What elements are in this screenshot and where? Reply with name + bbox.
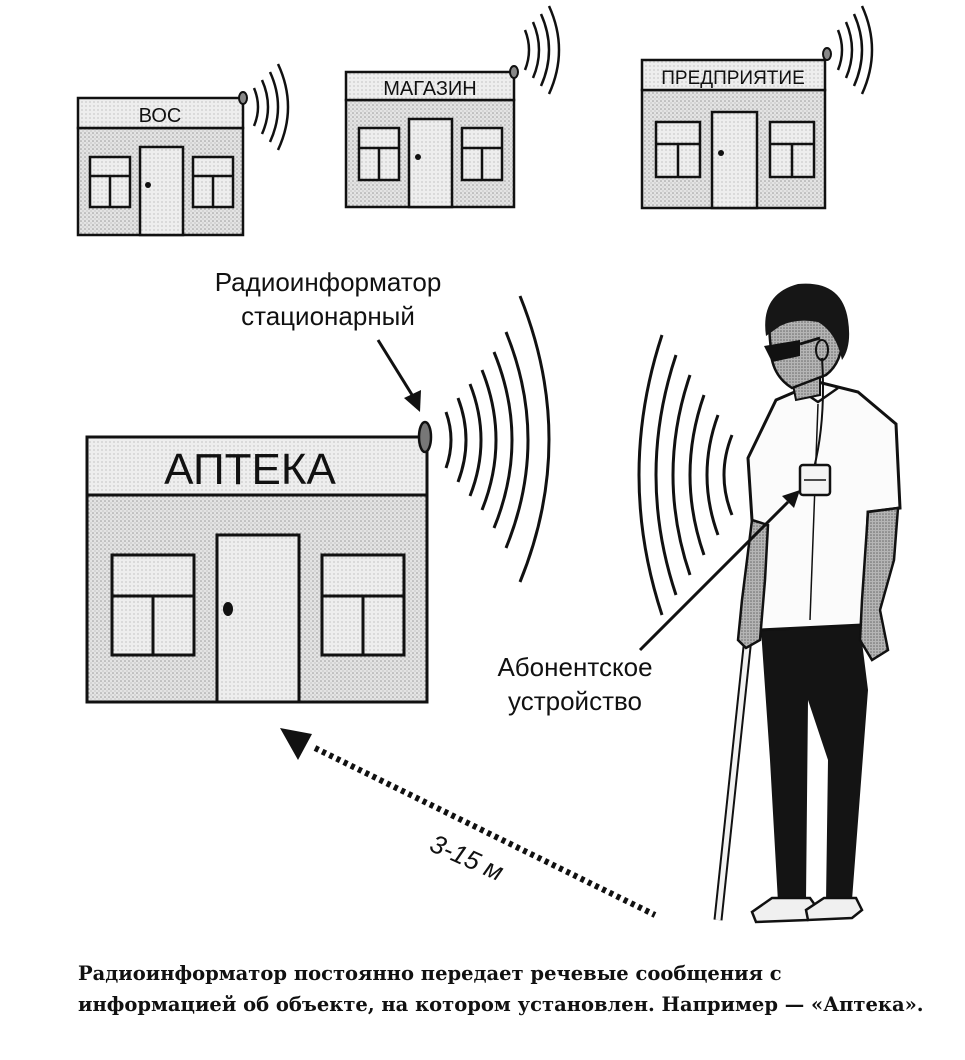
sign-enterprise: ПРЕДПРИЯТИЕ bbox=[661, 68, 805, 89]
stationary-informer-icon bbox=[417, 420, 433, 454]
radio-waves-icon bbox=[444, 295, 551, 583]
arrow-subscriber bbox=[638, 490, 800, 652]
building-vos: ВОС bbox=[76, 91, 248, 237]
building-shop: МАГАЗИН bbox=[344, 65, 519, 209]
sign-vos: ВОС bbox=[139, 105, 182, 127]
label-subscriber-line1: Абонентское bbox=[497, 652, 652, 682]
radio-waves-icon bbox=[637, 334, 734, 616]
radio-waves-icon bbox=[252, 63, 290, 151]
sign-pharmacy: АПТЕКА bbox=[164, 445, 336, 494]
blind-person-figure bbox=[713, 283, 902, 924]
antenna-icon bbox=[238, 91, 248, 105]
radio-waves-icon bbox=[523, 5, 561, 95]
antenna-icon bbox=[822, 47, 832, 61]
building-pharmacy: АПТЕКА bbox=[85, 420, 433, 704]
sign-shop: МАГАЗИН bbox=[383, 78, 477, 100]
label-stationary-line1: Радиоинформатор bbox=[215, 267, 442, 297]
label-stationary-line2: стационарный bbox=[241, 301, 415, 331]
building-enterprise: ПРЕДПРИЯТИЕ bbox=[640, 47, 832, 210]
arrow-stationary bbox=[376, 339, 421, 412]
radio-waves-icon bbox=[836, 5, 874, 95]
figure-caption: Радиоинформатор постоянно передает речев… bbox=[78, 962, 924, 1016]
distance-arrow bbox=[280, 728, 657, 918]
antenna-icon bbox=[509, 65, 519, 79]
label-subscriber-line2: устройство bbox=[508, 686, 642, 716]
